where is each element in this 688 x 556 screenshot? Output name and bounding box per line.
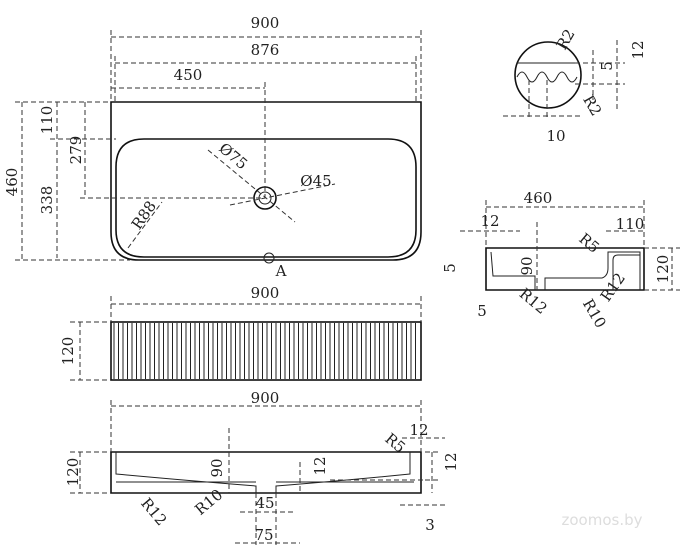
dim-120: 120 [64, 458, 82, 487]
dim-90: 90 [518, 256, 536, 275]
dim-r12-right: R12 [597, 270, 629, 305]
dim-120: 120 [654, 255, 672, 284]
dim-876: 876 [251, 41, 280, 59]
front-view: 900 120 [59, 284, 422, 381]
dim-10: 10 [546, 127, 565, 145]
watermark: zoomos.by [562, 511, 643, 529]
dim-460: 460 [3, 168, 21, 197]
dim-900: 900 [251, 389, 280, 407]
dim-338: 338 [38, 186, 56, 215]
dim-12: 12 [480, 212, 499, 230]
dim-o45: Ø45 [300, 172, 331, 190]
dim-r2-bottom: R2 [579, 92, 605, 119]
dim-r5: R5 [575, 230, 603, 257]
dim-900: 900 [251, 284, 280, 302]
dim-110: 110 [616, 215, 645, 233]
long-section: 900 120 90 12 12 12 R5 R12 R10 45 75 3 [64, 389, 460, 545]
dim-5: 5 [598, 61, 616, 71]
basin-bowl [115, 138, 417, 258]
dim-75: 75 [254, 526, 273, 544]
detail-a: R2 R2 5 12 10 [503, 26, 647, 145]
dim-5-horizontal: 5 [477, 302, 487, 320]
dim-3: 3 [425, 516, 435, 534]
dim-45: 45 [255, 494, 274, 512]
dim-12-floor: 12 [311, 456, 329, 475]
dim-279: 279 [67, 136, 85, 165]
dim-r12: R12 [137, 494, 170, 529]
dim-12-rim: 12 [442, 452, 460, 471]
dim-450: 450 [174, 66, 203, 84]
dim-12-wall: 12 [409, 421, 428, 439]
dim-12: 12 [629, 40, 647, 59]
dim-120: 120 [59, 337, 77, 366]
top-view: 900 876 450 460 110 338 279 Ø75 Ø45 R88 … [3, 14, 422, 280]
dim-460: 460 [524, 189, 553, 207]
dim-5-vertical: 5 [441, 263, 459, 273]
detail-label: A [275, 262, 287, 280]
dim-o75: Ø75 [215, 139, 251, 173]
detail-marker [263, 252, 275, 264]
dim-r10: R10 [191, 486, 226, 519]
side-section: 460 12 110 120 90 R5 R12 R12 R10 5 5 [441, 189, 680, 331]
dim-110: 110 [38, 106, 56, 135]
dim-r88: R88 [128, 198, 160, 233]
dim-r2-top: R2 [553, 26, 579, 53]
basin-outline [110, 101, 422, 261]
dim-90: 90 [208, 458, 226, 477]
dim-900: 900 [251, 14, 280, 32]
